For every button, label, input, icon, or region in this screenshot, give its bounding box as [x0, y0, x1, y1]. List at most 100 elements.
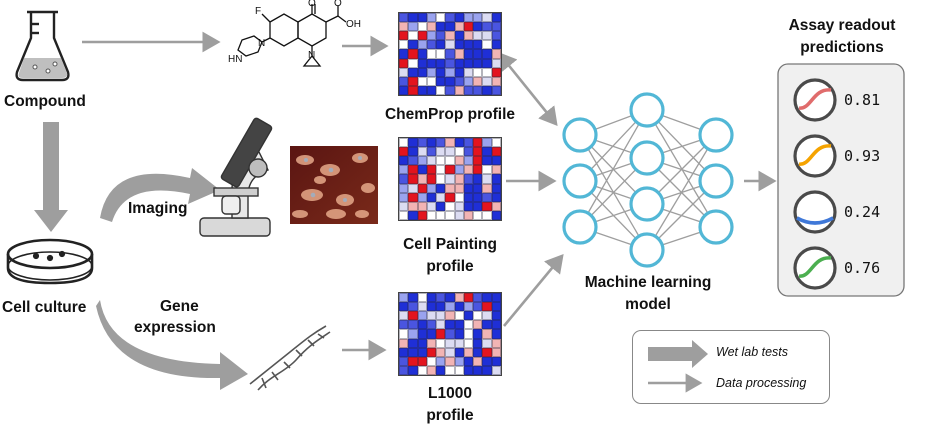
heatmap-cell — [436, 329, 446, 339]
heatmap-cell — [491, 76, 501, 86]
heatmap-cell — [491, 356, 501, 366]
heatmap-cell — [454, 13, 464, 23]
heatmap-cell — [426, 192, 437, 202]
heatmap-cell — [445, 311, 455, 321]
heatmap-cell — [454, 338, 464, 348]
heatmap-cell — [454, 147, 464, 157]
heatmap-cell — [454, 76, 464, 86]
heatmap-cell — [436, 147, 446, 157]
heatmap-cell — [445, 183, 455, 193]
heatmap-cell — [417, 165, 427, 175]
heatmap-cell — [473, 320, 483, 330]
heatmap-cell — [482, 138, 492, 148]
heatmap-cell — [399, 302, 409, 312]
heatmap-cell — [399, 293, 409, 303]
data-arrows — [82, 31, 777, 361]
heatmap-cell — [445, 320, 455, 330]
heatmap-cell — [408, 76, 418, 86]
heatmap-cell — [399, 174, 409, 184]
heatmap-cell — [417, 347, 427, 357]
heatmap-cell — [454, 347, 464, 357]
heatmap-cell — [426, 22, 437, 32]
heatmap-cell — [426, 165, 437, 175]
heatmap-cell — [426, 201, 437, 211]
heatmap-cell — [417, 192, 427, 202]
culture-to-imaging-arrow — [100, 168, 220, 222]
heatmap-cell — [426, 356, 437, 366]
heatmap-cell — [454, 192, 464, 202]
heatmap-cell — [436, 58, 446, 68]
heatmap-cell — [417, 302, 427, 312]
heatmap-cell — [491, 13, 501, 23]
heatmap-cell — [426, 183, 437, 193]
heatmap-cell — [463, 201, 474, 211]
heatmap-cell — [426, 210, 437, 220]
atom-label: N — [258, 38, 265, 49]
heatmap-cell — [445, 293, 455, 303]
network-connection — [646, 134, 717, 251]
heatmap-cell — [482, 365, 492, 375]
cell-painting-profile-label-1: Cell Painting — [403, 236, 497, 253]
heatmap-cell — [482, 165, 492, 175]
expression-label: expression — [134, 319, 216, 336]
heatmap-cell — [436, 49, 446, 59]
atom-label: HN — [228, 54, 242, 65]
heatmap-cell — [463, 311, 474, 321]
heatmap-cell — [463, 165, 474, 175]
heatmap-cell — [454, 138, 464, 148]
heatmap-cell — [417, 338, 427, 348]
heatmap-cell — [417, 183, 427, 193]
heatmap-cell — [491, 183, 501, 193]
gauge-curve — [796, 216, 834, 225]
heatmap-cell — [482, 338, 492, 348]
heatmap-cell — [463, 183, 474, 193]
heatmap-cell — [454, 356, 464, 366]
heatmap-cell — [426, 40, 437, 50]
heatmap-cell — [417, 31, 427, 41]
heatmap-cell — [473, 22, 483, 32]
heatmap-cell — [473, 165, 483, 175]
l1000-profile-label-2: profile — [426, 407, 474, 424]
heatmap-cell — [445, 156, 455, 166]
heatmap-cell — [399, 156, 409, 166]
heatmap-cell — [463, 58, 474, 68]
heatmap-cell — [436, 85, 446, 95]
heatmap-cell — [399, 201, 409, 211]
heatmap-cell — [408, 138, 418, 148]
gauge-ring — [793, 190, 837, 234]
heatmap-cell — [482, 174, 492, 184]
molecule-structure-icon — [237, 4, 347, 67]
heatmap-cell — [408, 183, 418, 193]
model-label-1: Machine learning — [584, 274, 712, 291]
network-node — [698, 117, 734, 153]
heatmap-cell — [454, 302, 464, 312]
heatmap-cell — [426, 311, 437, 321]
heatmap-cell — [408, 201, 418, 211]
heatmap-cell — [445, 67, 455, 77]
heatmap-cell — [399, 165, 409, 175]
heatmap-cell — [491, 22, 501, 32]
heatmap-cell — [408, 58, 418, 68]
heatmap-cell — [473, 13, 483, 23]
heatmap-cell — [473, 85, 483, 95]
heatmap-cell — [408, 85, 418, 95]
heatmap-cell — [445, 201, 455, 211]
gauge-curve — [798, 256, 832, 278]
network-node — [629, 232, 665, 268]
heatmap-cell — [445, 49, 455, 59]
flask-icon — [15, 10, 70, 82]
heatmap-cell — [408, 31, 418, 41]
heatmap-cell — [491, 210, 501, 220]
heatmap-cell — [463, 302, 474, 312]
heatmap-cell — [426, 31, 437, 41]
network-node — [562, 117, 598, 153]
heatmap-cell — [399, 40, 409, 50]
heatmap-cell — [417, 67, 427, 77]
heatmap-cell — [454, 210, 464, 220]
heatmap-cell — [399, 76, 409, 86]
gene-label: Gene — [160, 298, 199, 315]
legend-wet-lab-label: Wet lab tests — [716, 345, 789, 359]
heatmap-cell — [408, 156, 418, 166]
heatmap-cell — [491, 192, 501, 202]
neural-network-diagram — [562, 92, 734, 268]
